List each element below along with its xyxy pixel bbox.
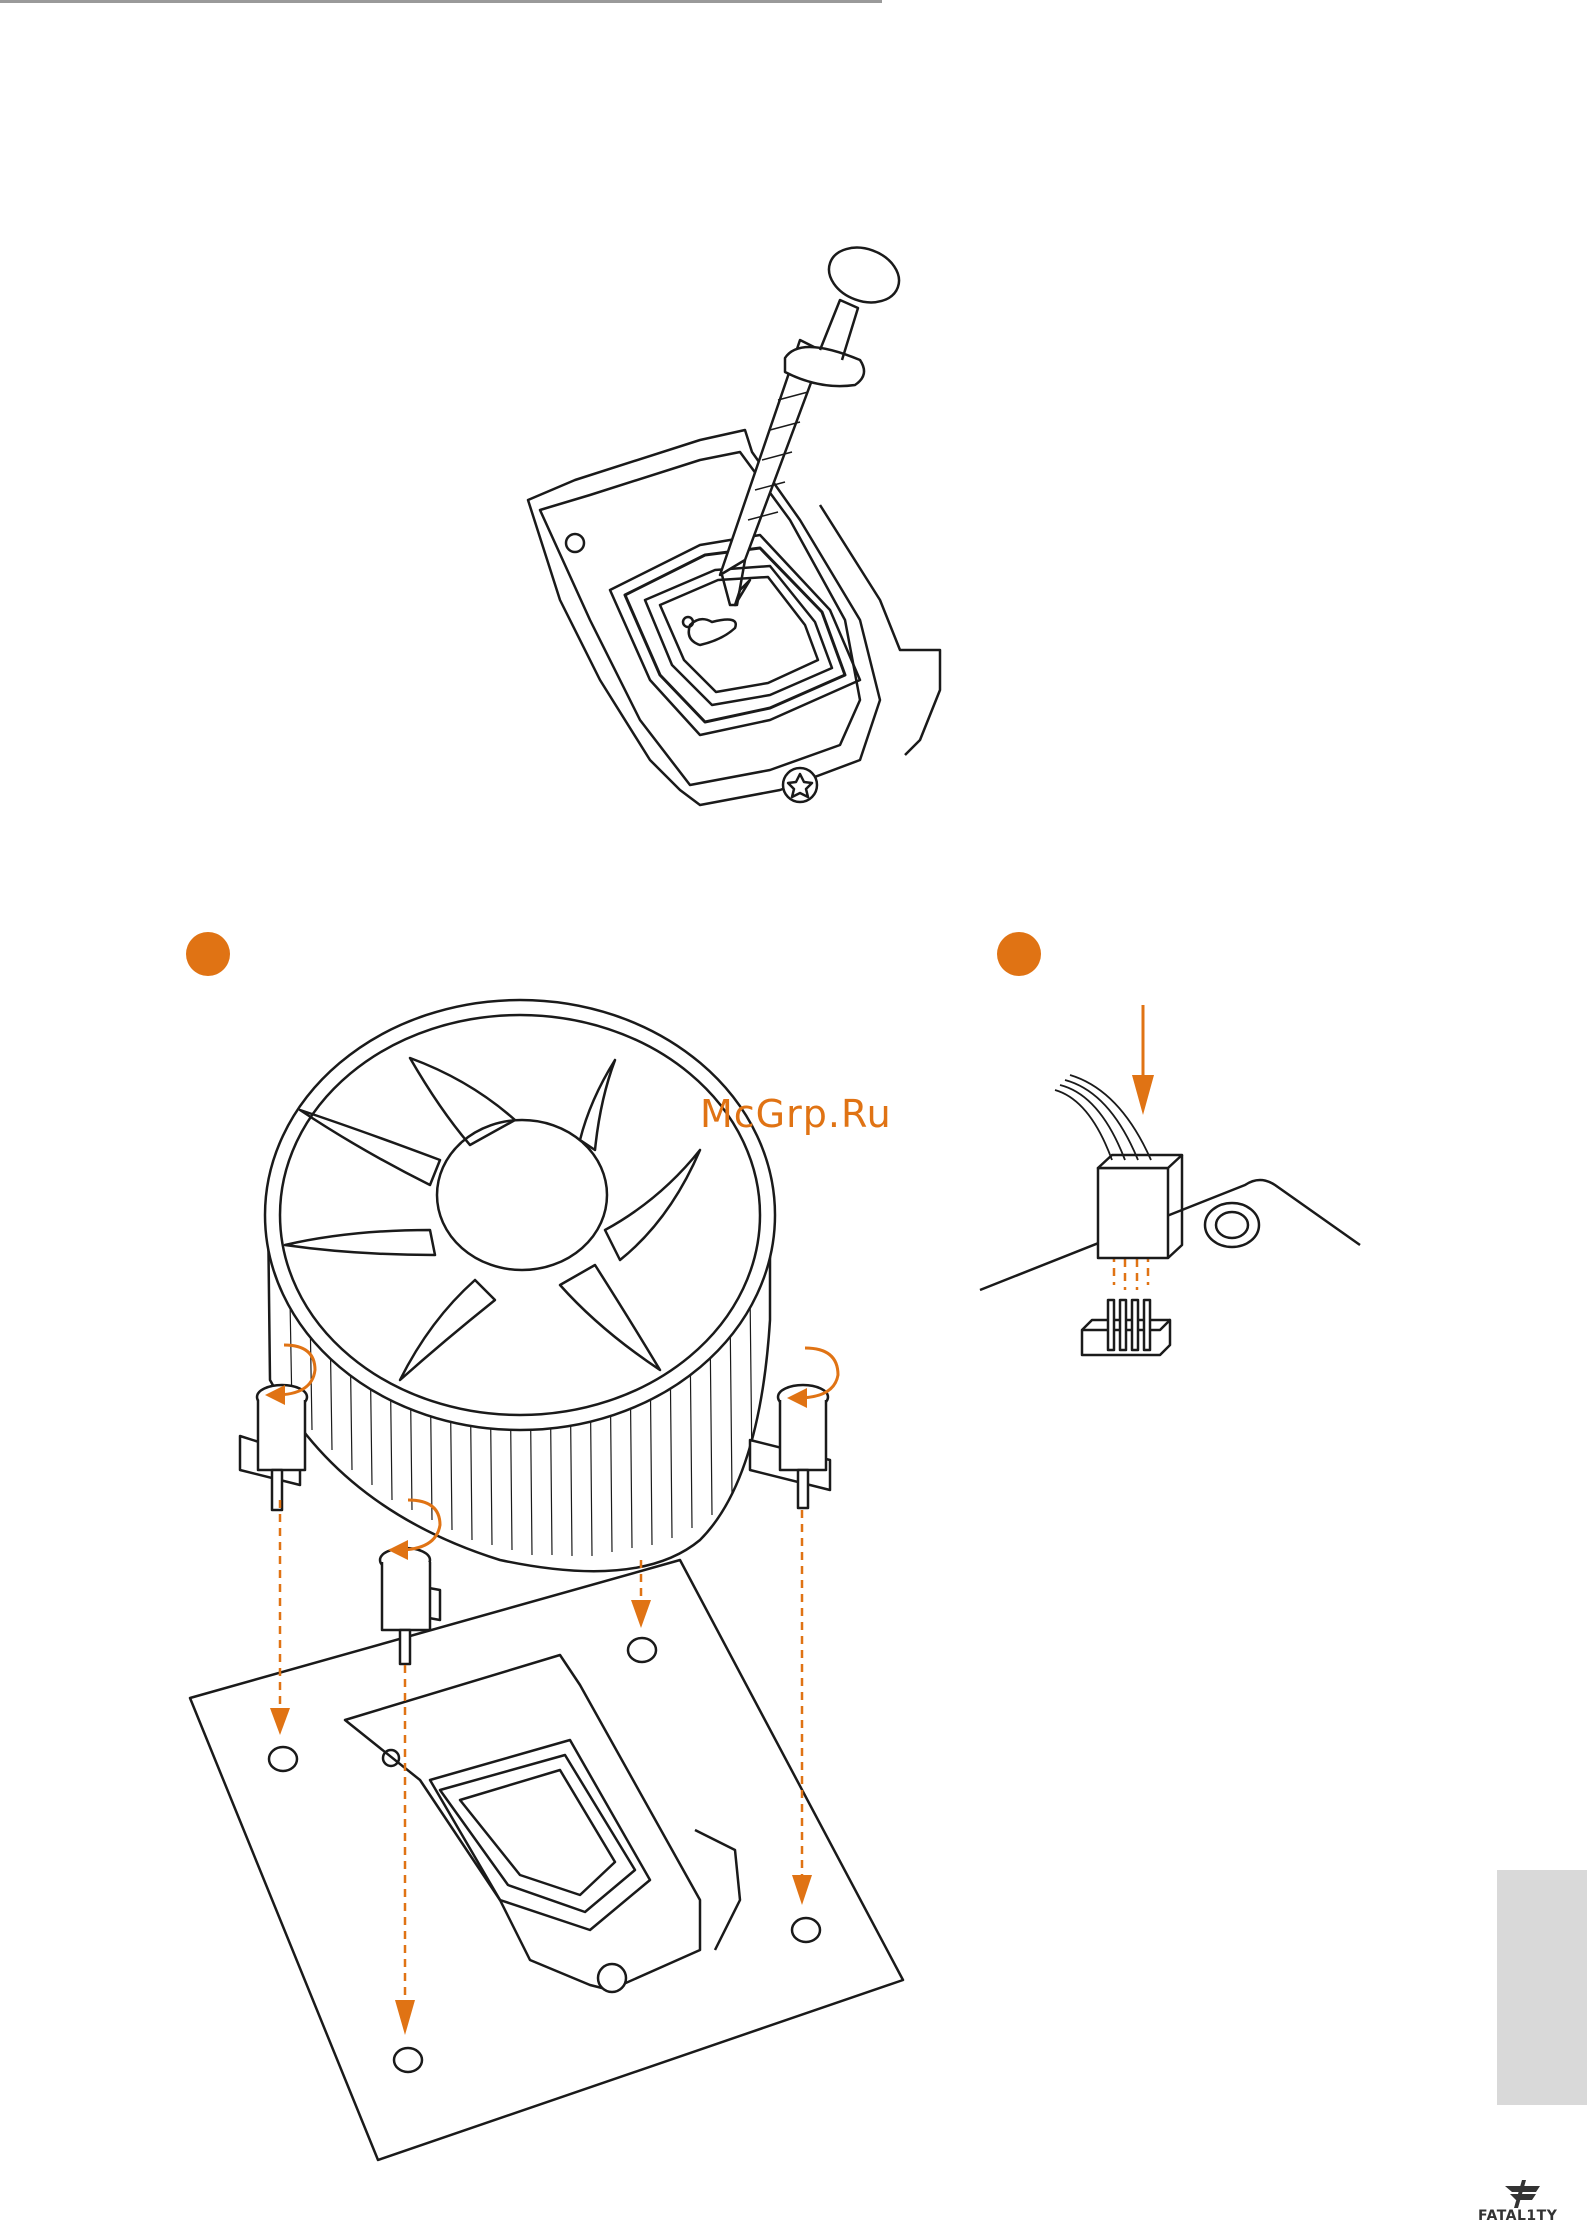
- step-2-marker: [997, 932, 1041, 976]
- arrow-down-icon: [1132, 1075, 1154, 1115]
- step-1-marker: [186, 932, 230, 976]
- logo-text: FATAL1TY: [1478, 2208, 1557, 2224]
- fatal1ty-logo-icon: [1500, 2180, 1560, 2208]
- fatal1ty-logo: FATAL1TY: [1470, 2180, 1580, 2224]
- watermark: McGrp.Ru: [700, 1092, 892, 1136]
- side-tab: [1497, 1870, 1587, 2105]
